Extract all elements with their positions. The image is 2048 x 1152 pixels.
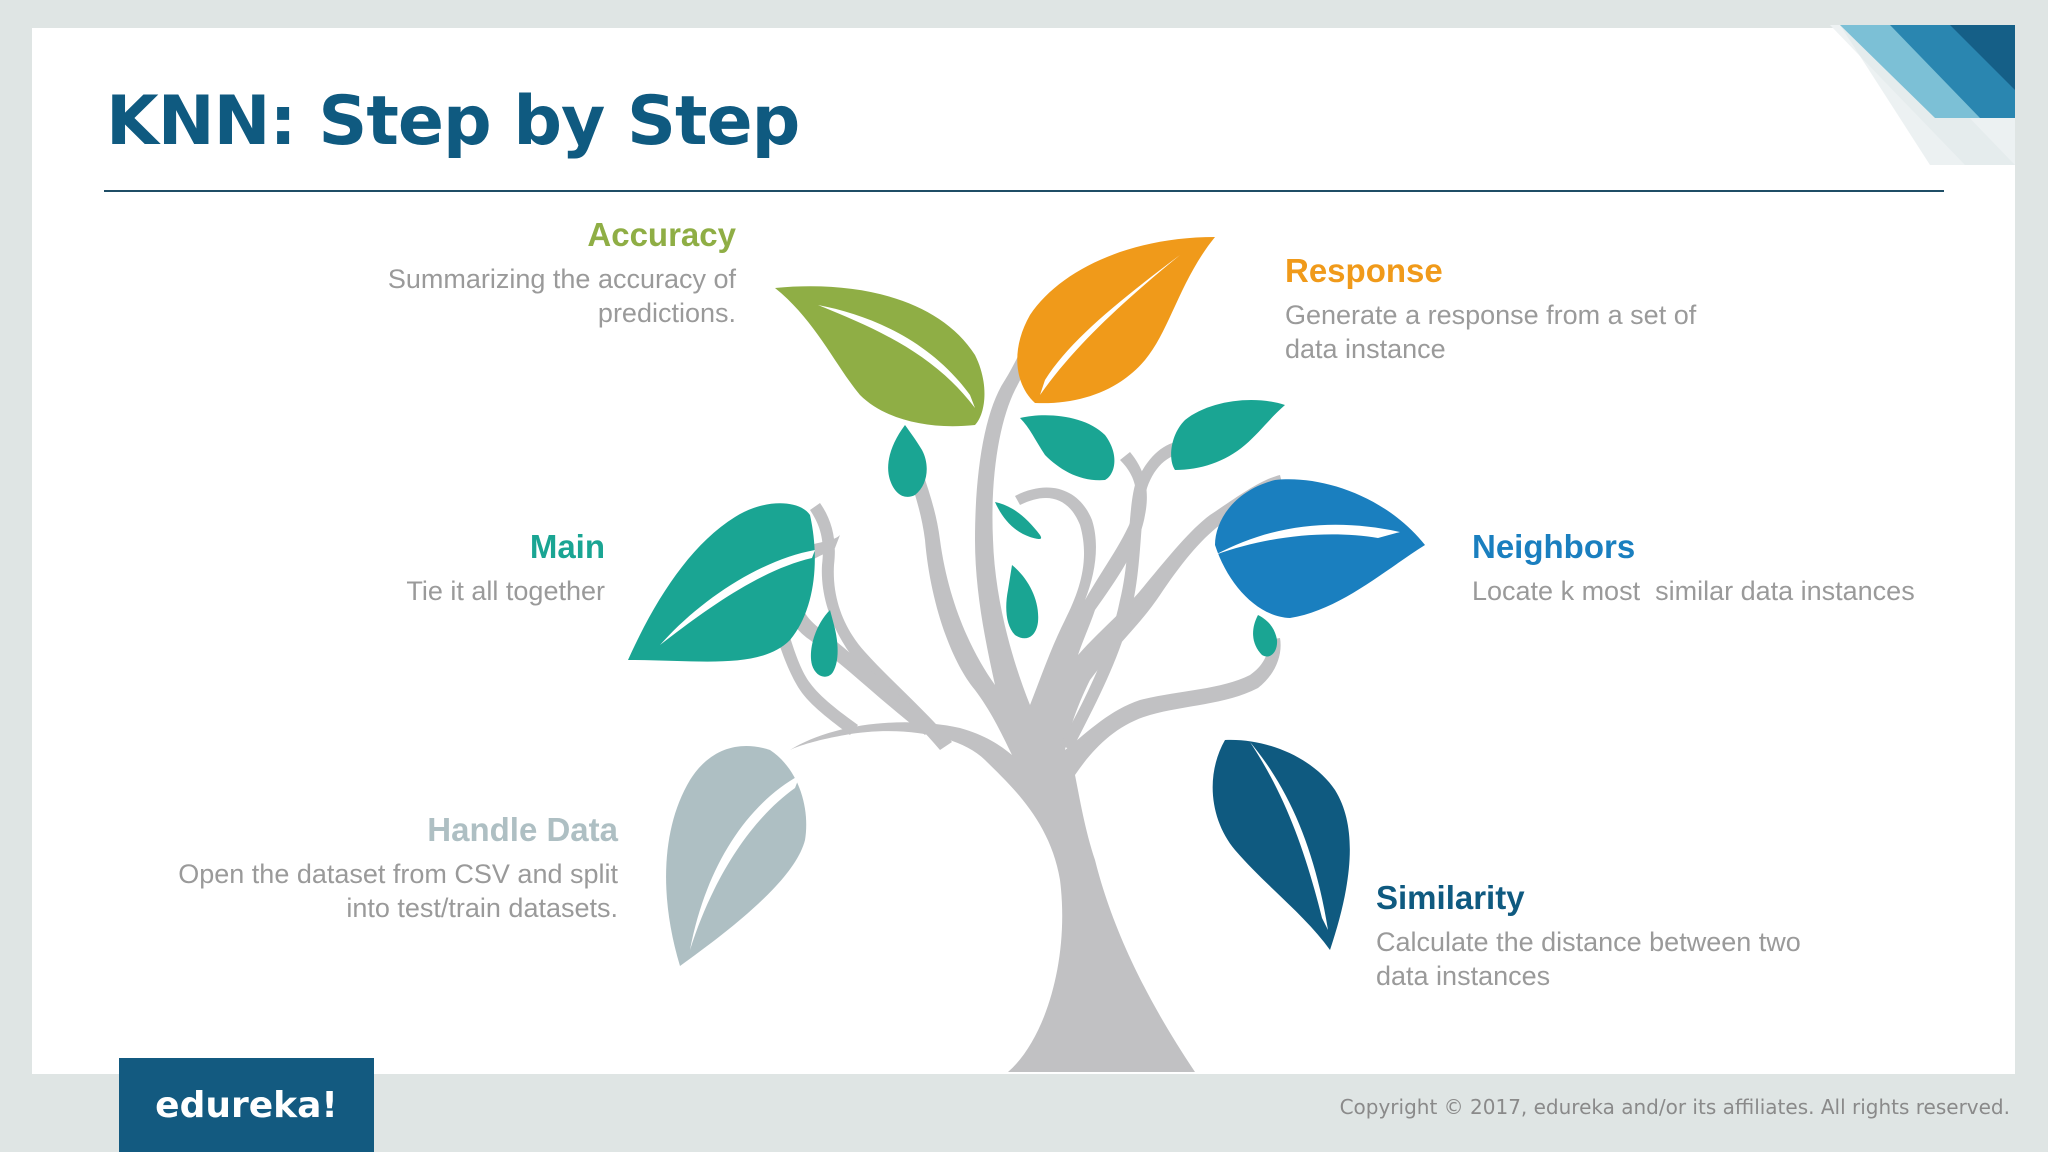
handle-data-leaf [666, 745, 807, 966]
step-description: Summarizing the accuracy of predictions. [387, 264, 736, 328]
step-main: Main Tie it all together [406, 528, 605, 608]
step-description: Generate a response from a set of data i… [1285, 300, 1697, 364]
step-title: Neighbors [1472, 528, 1636, 565]
step-description: Tie it all together [406, 576, 605, 606]
slide-title: KNN: Step by Step [106, 82, 800, 161]
step-title: Accuracy [587, 216, 736, 253]
step-description: Locate k most similar data instances [1472, 576, 1915, 606]
accuracy-leaf [775, 286, 985, 427]
step-accuracy: Accuracy Summarizing the accuracy of pre… [388, 216, 736, 330]
slide-canvas [32, 28, 2015, 1074]
edureka-logo: edureka! [119, 1058, 374, 1152]
step-response: Response Generate a response from a set … [1285, 252, 1696, 366]
step-description: Open the dataset from CSV and split into… [178, 859, 618, 923]
similarity-leaf [1212, 739, 1350, 950]
step-title: Handle Data [427, 811, 618, 848]
small-leaves [810, 400, 1285, 677]
step-neighbors: Neighbors Locate k most similar data ins… [1472, 528, 1915, 608]
response-leaf [1017, 237, 1215, 404]
main-leaf [628, 503, 815, 662]
step-title: Response [1285, 252, 1443, 289]
step-handle-data: Handle Data Open the dataset from CSV an… [178, 811, 618, 925]
step-title: Similarity [1376, 879, 1525, 916]
step-description: Calculate the distance between two data … [1376, 927, 1801, 991]
neighbors-leaf [1215, 479, 1425, 618]
step-similarity: Similarity Calculate the distance betwee… [1376, 879, 1801, 993]
step-title: Main [529, 528, 605, 565]
copyright-notice: Copyright © 2017, edureka and/or its aff… [1339, 1095, 2010, 1119]
title-divider [104, 190, 1944, 192]
